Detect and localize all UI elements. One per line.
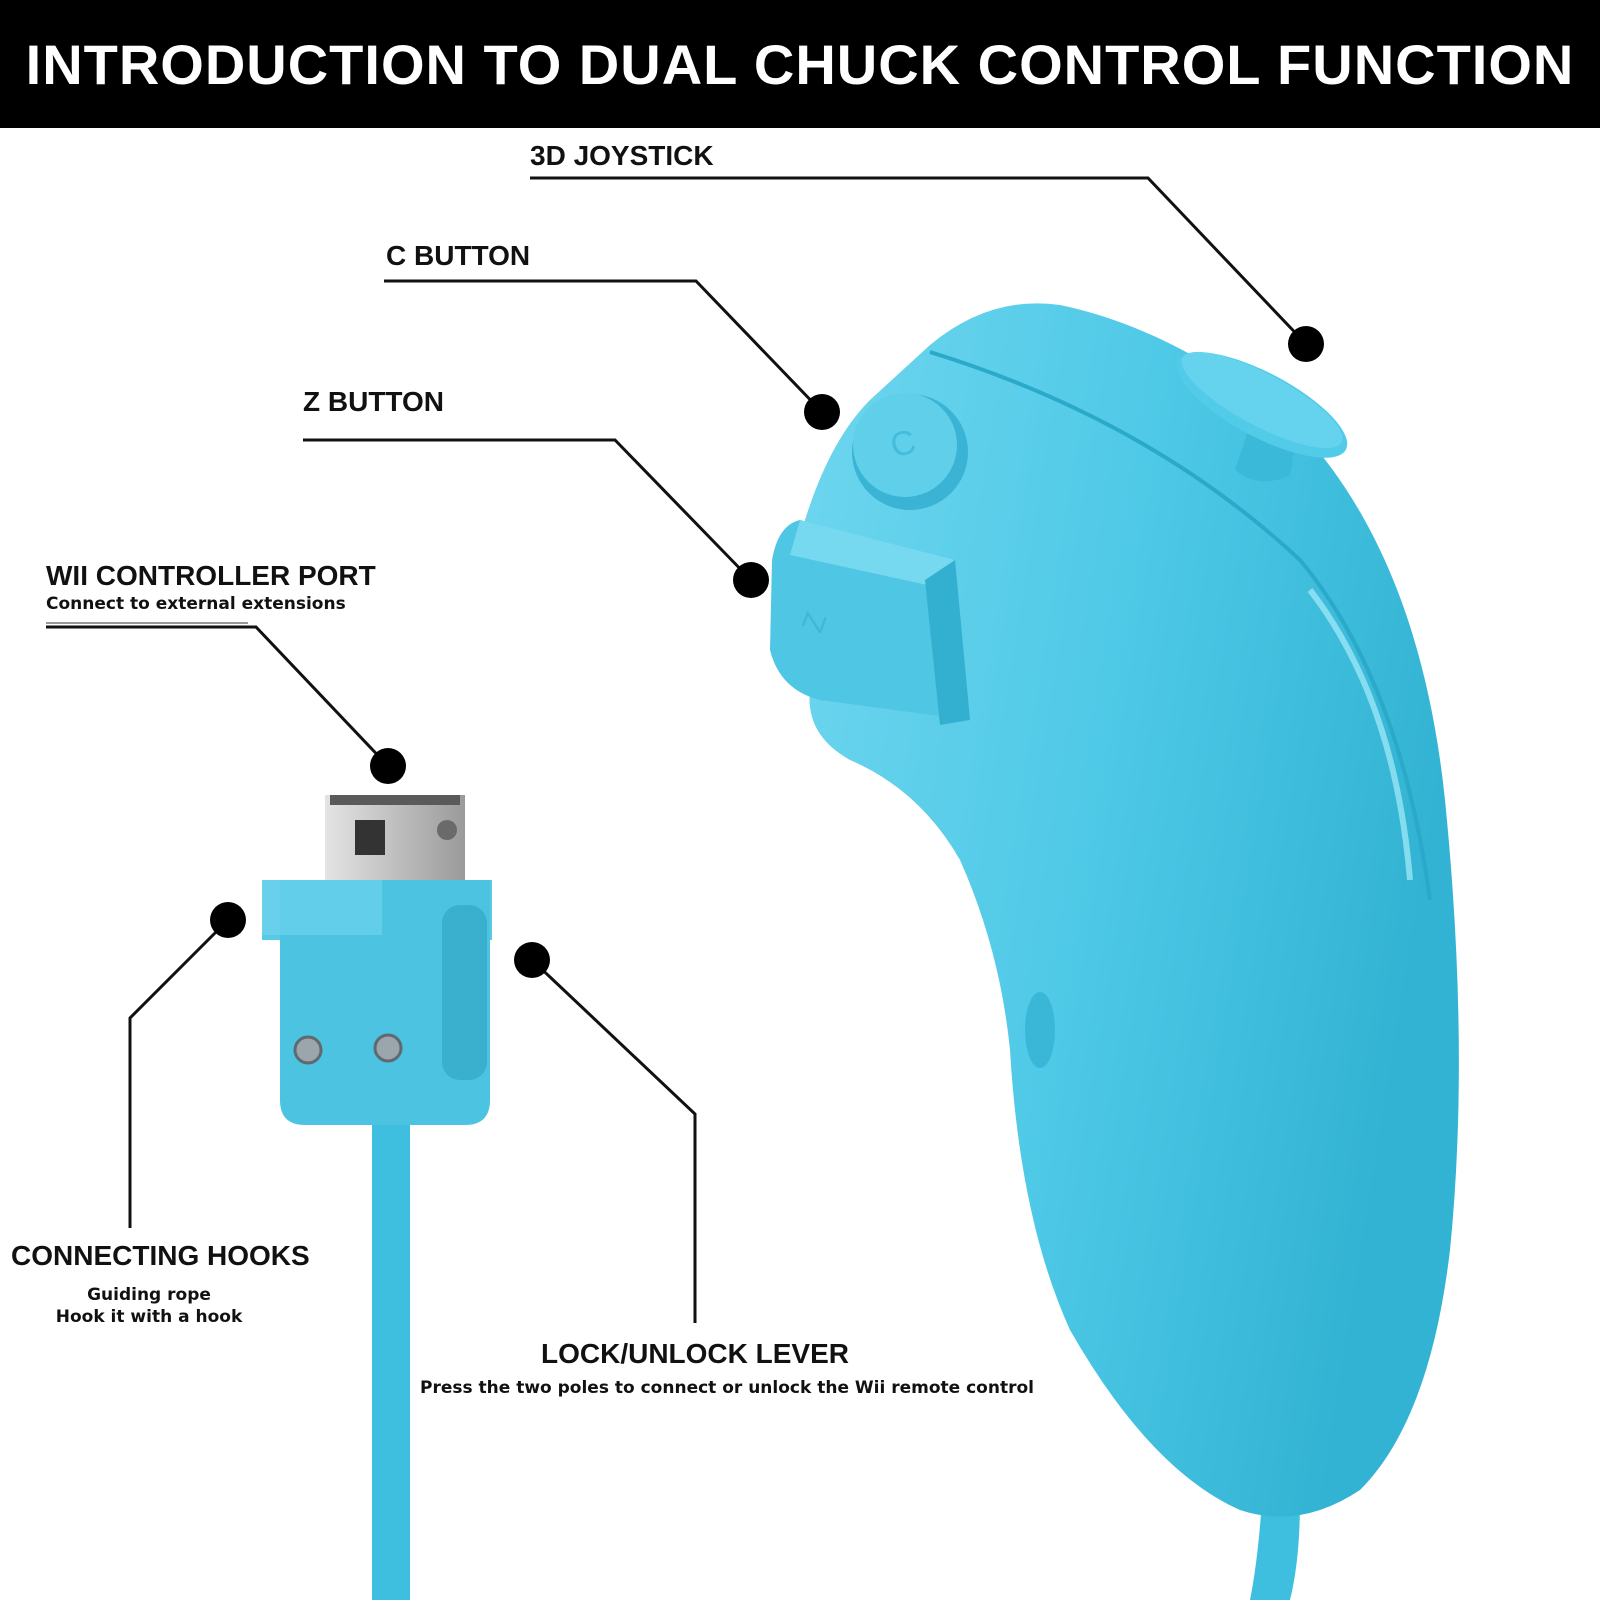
lever-description: Press the two poles to connect or unlock…	[420, 1378, 1034, 1398]
joystick-icon	[1176, 351, 1348, 482]
port-description: Connect to external extensions	[46, 594, 346, 614]
hooks-label: CONNECTING HOOKS	[11, 1240, 310, 1271]
c-button-leader	[384, 279, 824, 414]
port-dot	[370, 748, 406, 784]
lever-leader	[530, 958, 697, 1323]
screw-icon	[293, 1035, 323, 1065]
hooks-description-line1: Guiding rope	[87, 1285, 211, 1305]
plug-connector-icon	[325, 795, 465, 890]
port-leader	[46, 625, 390, 768]
leader-lines	[46, 176, 1308, 1323]
nunchuck-body	[805, 303, 1459, 1517]
plug-housing-icon	[262, 880, 492, 1125]
hooks-dot	[210, 902, 246, 938]
c-button-dot	[804, 394, 840, 430]
joystick-dot	[1288, 326, 1324, 362]
page-title: INTRODUCTION TO DUAL CHUCK CONTROL FUNCT…	[25, 32, 1575, 96]
z-button-dot	[733, 562, 769, 598]
c-button-label: C BUTTON	[386, 240, 531, 271]
port-label: WII CONTROLLER PORT	[46, 560, 376, 591]
callout-dots	[210, 326, 1324, 978]
screw-icon	[373, 1033, 403, 1063]
c-button-icon: C	[852, 393, 968, 510]
lever-dot	[514, 942, 550, 978]
page-header: INTRODUCTION TO DUAL CHUCK CONTROL FUNCT…	[0, 0, 1600, 128]
plug-cable	[372, 1100, 410, 1600]
joystick-leader	[530, 176, 1308, 346]
hooks-description-line2: Hook it with a hook	[55, 1307, 243, 1327]
hooks-leader	[128, 918, 230, 1228]
z-button-label: Z BUTTON	[303, 386, 445, 417]
lever-label: LOCK/UNLOCK LEVER	[541, 1338, 849, 1369]
nunchuck-dimple	[1025, 992, 1055, 1068]
nunchuck-cable	[1250, 1500, 1300, 1600]
nunchuck-seam	[929, 350, 1432, 901]
z-button-icon: Z	[770, 520, 970, 725]
joystick-label: 3D JOYSTICK	[530, 140, 714, 171]
z-button-leader	[303, 438, 753, 582]
